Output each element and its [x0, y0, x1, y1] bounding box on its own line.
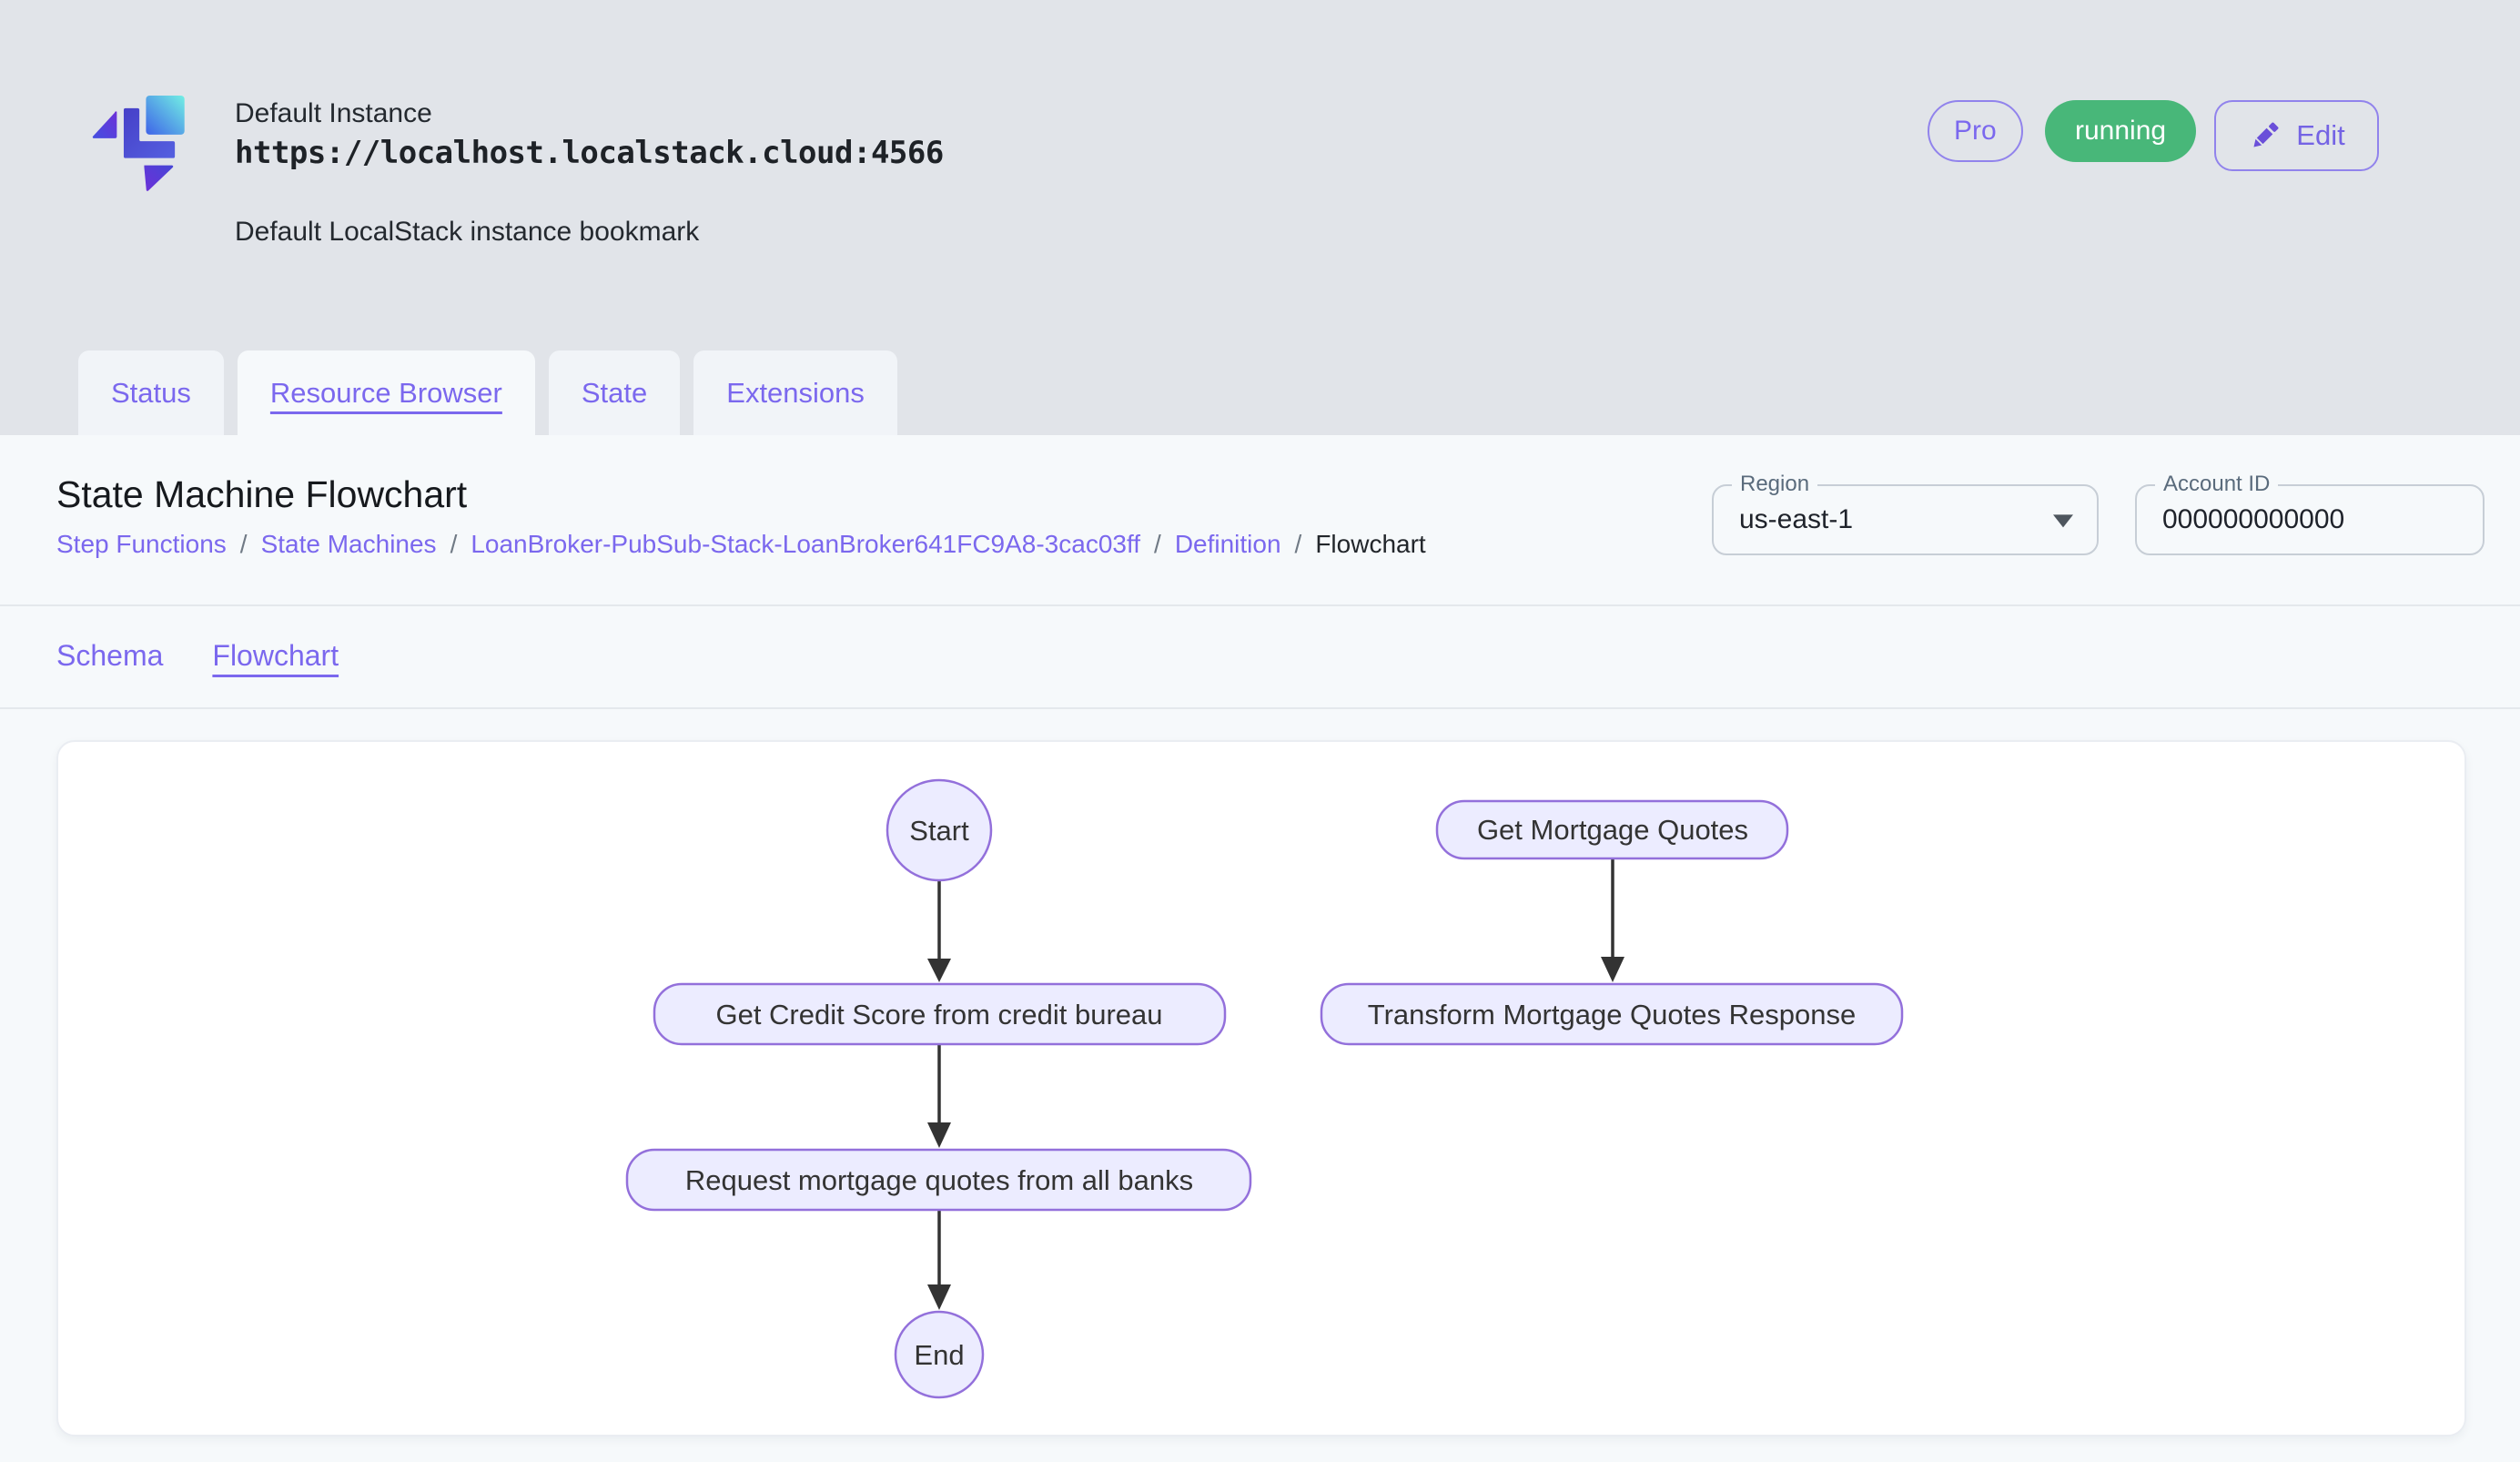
instance-url: https://localhost.localstack.cloud:4566 — [235, 135, 944, 171]
subtab-flowchart[interactable]: Flowchart — [212, 639, 339, 672]
edge-credit-to-request — [927, 1044, 951, 1148]
pro-badge: Pro — [1928, 100, 2023, 162]
node-get-mortgage-quotes: Get Mortgage Quotes — [1435, 799, 1789, 860]
definition-subtabs: Schema Flowchart — [56, 604, 339, 707]
instance-header: Default Instance https://localhost.local… — [0, 0, 2520, 435]
divider — [0, 707, 2520, 709]
account-id-value: 000000000000 — [2162, 504, 2345, 534]
node-get-mortgage-quotes-label: Get Mortgage Quotes — [1477, 814, 1748, 846]
breadcrumb-separator: / — [450, 530, 458, 558]
breadcrumb-flowchart: Flowchart — [1315, 530, 1426, 558]
status-badge: running — [2045, 100, 2197, 162]
node-end-label: End — [914, 1339, 964, 1371]
tab-extensions[interactable]: Extensions — [693, 350, 897, 435]
resource-browser-panel: State Machine Flowchart Step Functions /… — [0, 435, 2520, 1462]
account-id-input[interactable]: Account ID 000000000000 — [2135, 472, 2485, 555]
pro-badge-label: Pro — [1954, 116, 1997, 146]
tab-resource-browser-label: Resource Browser — [269, 376, 502, 409]
node-request-quotes: Request mortgage quotes from all banks — [625, 1148, 1252, 1212]
breadcrumb-separator: / — [1154, 530, 1161, 558]
breadcrumb: Step Functions / State Machines / LoanBr… — [56, 530, 1426, 559]
account-id-label: Account ID — [2155, 472, 2279, 497]
breadcrumb-step-functions[interactable]: Step Functions — [56, 530, 227, 558]
region-select-value: us-east-1 — [1739, 504, 1854, 534]
flowchart-card: Start Get Credit Score from credit burea… — [56, 740, 2466, 1437]
tab-status[interactable]: Status — [78, 350, 224, 435]
edge-quotes-to-transform — [1601, 858, 1624, 982]
main-tabs: Status Resource Browser State Extensions — [78, 350, 897, 435]
node-get-credit-score-label: Get Credit Score from credit bureau — [715, 999, 1162, 1031]
divider — [0, 604, 2520, 606]
region-select-label: Region — [1732, 472, 1818, 497]
tab-resource-browser[interactable]: Resource Browser — [237, 350, 535, 435]
instance-description: Default LocalStack instance bookmark — [235, 217, 700, 247]
instance-name: Default Instance — [235, 98, 432, 128]
page-title: State Machine Flowchart — [56, 473, 468, 515]
tab-status-label: Status — [111, 376, 191, 409]
tab-state[interactable]: State — [548, 350, 681, 435]
pencil-icon — [2253, 122, 2279, 147]
state-machine-flowchart: Start Get Credit Score from credit burea… — [625, 778, 1904, 1399]
breadcrumb-state-machine-id[interactable]: LoanBroker-PubSub-Stack-LoanBroker641FC9… — [471, 530, 1141, 558]
breadcrumb-state-machines[interactable]: State Machines — [260, 530, 437, 558]
edit-button-label: Edit — [2296, 119, 2345, 151]
subtab-schema[interactable]: Schema — [56, 639, 164, 672]
node-end: End — [894, 1310, 985, 1399]
breadcrumb-separator: / — [1294, 530, 1302, 558]
edge-start-to-credit — [927, 880, 951, 982]
node-transform-response-label: Transform Mortgage Quotes Response — [1368, 999, 1856, 1031]
node-request-quotes-label: Request mortgage quotes from all banks — [685, 1164, 1193, 1196]
tab-extensions-label: Extensions — [726, 376, 865, 409]
tab-state-label: State — [581, 376, 648, 409]
breadcrumb-definition[interactable]: Definition — [1174, 530, 1281, 558]
edge-request-to-end — [927, 1210, 951, 1310]
region-select[interactable]: Region us-east-1 — [1712, 472, 2099, 555]
node-start-label: Start — [909, 815, 969, 847]
chevron-down-icon — [2053, 514, 2073, 528]
breadcrumb-separator: / — [239, 530, 248, 558]
node-start: Start — [886, 778, 993, 882]
edit-button[interactable]: Edit — [2214, 100, 2379, 171]
status-badge-label: running — [2075, 116, 2167, 146]
localstack-logo-icon — [92, 95, 185, 191]
node-get-credit-score: Get Credit Score from credit bureau — [653, 982, 1227, 1046]
node-transform-response: Transform Mortgage Quotes Response — [1320, 982, 1904, 1046]
